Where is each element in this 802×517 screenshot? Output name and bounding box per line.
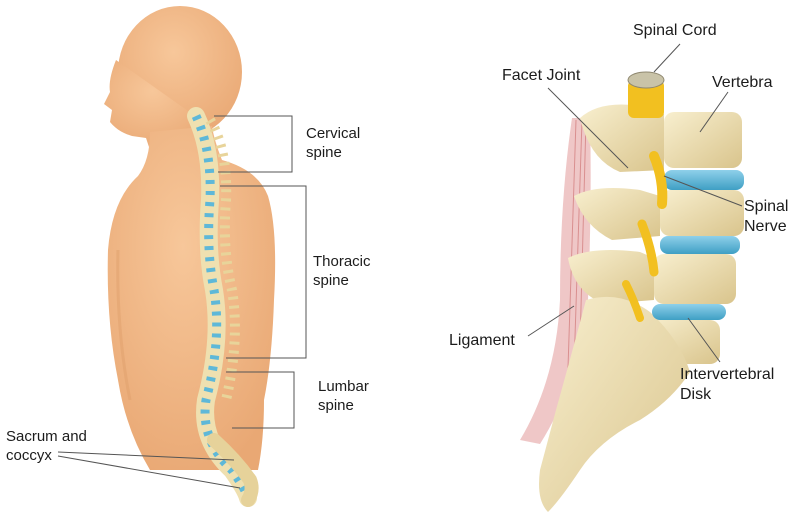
- ligament-label: Ligament: [449, 331, 515, 351]
- spinal-cord-label: Spinal Cord: [633, 21, 717, 41]
- facet-joint-label: Facet Joint: [502, 66, 580, 86]
- spinal-cord-pointer: [654, 44, 680, 72]
- vertebra-label: Vertebra: [712, 73, 772, 93]
- body-silhouette: [104, 6, 275, 470]
